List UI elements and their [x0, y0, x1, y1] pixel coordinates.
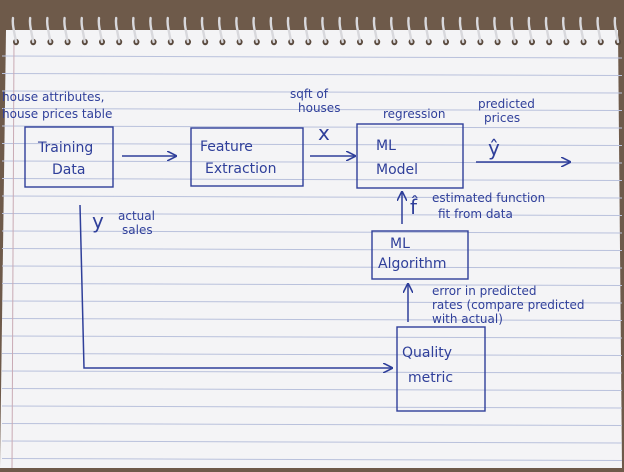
spiral-binding — [11, 16, 621, 46]
training-data-box — [24, 126, 114, 188]
error-note-line3: with actual) — [432, 312, 503, 326]
predicted-prices-note-line1: predicted — [478, 97, 535, 111]
sqft-note-line2: houses — [298, 101, 340, 115]
ml-algorithm-label-line2: Algorithm — [378, 256, 447, 272]
ml-model-box — [356, 123, 464, 189]
feature-extraction-label-line2: Extraction — [205, 161, 276, 177]
quality-metric-box — [396, 326, 486, 412]
ml-algorithm-label-line1: ML — [390, 236, 410, 252]
ml-model-label-line2: Model — [376, 162, 418, 178]
quality-metric-label-line1: Quality — [402, 345, 452, 361]
feature-extraction-box — [190, 127, 304, 187]
ml-algorithm-box — [371, 230, 469, 280]
arrow-training-to-metric — [79, 204, 392, 368]
y-variable: y — [92, 209, 104, 233]
training-data-label-line2: Data — [52, 162, 85, 178]
quality-metric-label-line2: metric — [408, 370, 453, 386]
house-attributes-note: house attributes, — [2, 90, 104, 104]
ml-model-label-line1: ML — [376, 138, 396, 154]
x-variable: x — [318, 121, 330, 145]
actual-sales-note-line1: actual — [118, 209, 155, 223]
predicted-prices-note-line2: prices — [484, 111, 520, 125]
y-hat-variable: ŷ — [488, 136, 500, 160]
actual-sales-note-line2: sales — [122, 223, 153, 237]
regression-note: regression — [383, 107, 446, 121]
error-note-line1: error in predicted — [432, 284, 537, 298]
estimated-function-note-line2: fit from data — [438, 207, 513, 221]
training-data-label-line1: Training — [37, 140, 93, 156]
sqft-note-line1: sqft of — [290, 87, 329, 101]
f-hat-variable: f̂ — [410, 195, 418, 219]
error-note-line2: rates (compare predicted — [432, 298, 585, 312]
house-prices-table-note: house prices table — [2, 107, 112, 121]
ruled-lines — [1, 55, 623, 461]
margin-line — [11, 39, 15, 469]
feature-extraction-label-line1: Feature — [200, 139, 253, 155]
estimated-function-note-line1: estimated function — [432, 191, 545, 205]
